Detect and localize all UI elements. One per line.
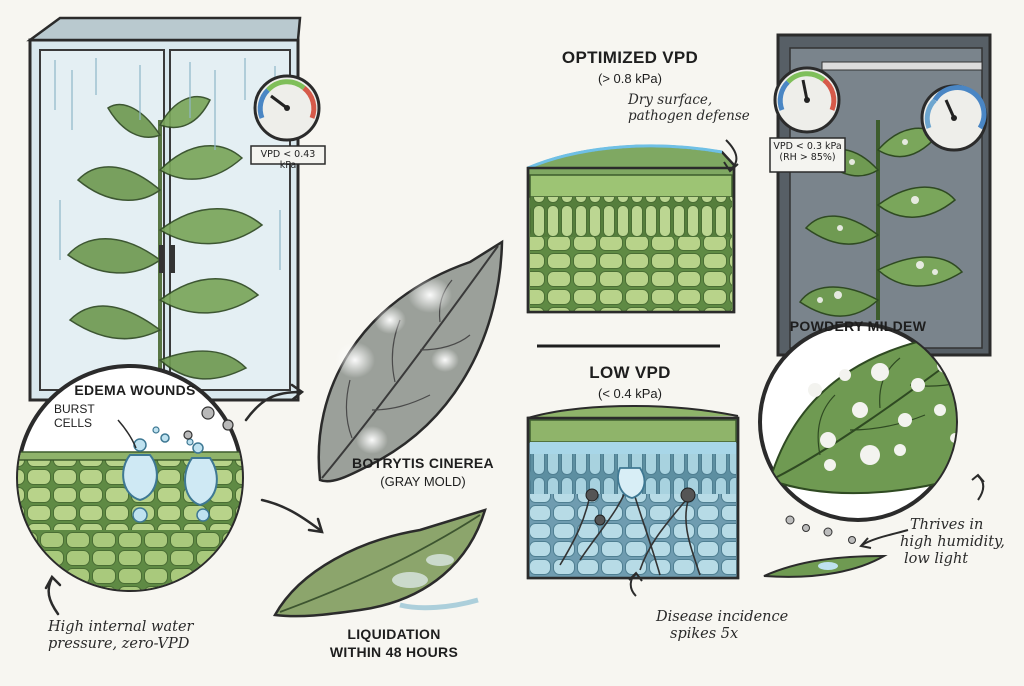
low-vpd-leaf-section — [526, 404, 740, 580]
small-leaf-icon — [763, 515, 888, 578]
mildew-title: POWDERY MILDEW — [789, 318, 927, 334]
optimized-note-line-1: Dry surface, — [628, 92, 713, 108]
optimized-note: Dry surface, pathogen defense — [628, 92, 750, 125]
right-gauge-line-1: VPD < 0.3 kPa — [773, 141, 842, 152]
edema-note-line-2: pressure, zero-VPD — [48, 636, 190, 653]
botrytis-leaf — [317, 239, 504, 483]
mildew-note-line-1: Thrives in — [910, 517, 984, 533]
liquidated-leaf — [273, 508, 487, 618]
low-vpd-note-line-1: Disease incidence — [656, 609, 789, 625]
low-vpd-subtitle: (< 0.4 kPa) — [598, 386, 662, 401]
burst-cells-label: BURST CELLS — [54, 402, 114, 431]
low-vpd-title: LOW VPD — [589, 363, 671, 382]
botrytis-subtitle: (GRAY MOLD) — [380, 474, 466, 489]
mildew-note-line-2: high humidity, — [900, 534, 1005, 551]
liquidation-line-1: LIQUIDATION — [347, 626, 441, 642]
optimized-note-line-2: pathogen defense — [628, 107, 750, 124]
edema-cross-section — [16, 364, 244, 592]
left-gauge-icon — [250, 74, 326, 165]
mildew-note: Thrives in high humidity, low light — [900, 517, 1005, 568]
right-gauge-icon — [769, 66, 988, 173]
arrow-icon — [861, 529, 909, 546]
liquidation-title: LIQUIDATION WITHIN 48 HOURS — [320, 625, 468, 661]
spore-icon — [785, 515, 856, 544]
low-vpd-note: Disease incidence spikes 5x — [656, 609, 788, 643]
optimized-subtitle: (> 0.8 kPa) — [598, 71, 662, 86]
edema-note: High internal water pressure, zero-VPD — [48, 619, 193, 653]
edema-note-line-1: High internal water — [48, 619, 194, 635]
burst-cells-line-2: CELLS — [54, 415, 93, 430]
optimized-leaf-section — [526, 144, 736, 314]
low-vpd-note-line-2: spikes 5x — [670, 626, 739, 643]
liquidation-line-2: WITHIN 48 HOURS — [329, 644, 459, 661]
optimized-title: OPTIMIZED VPD — [561, 48, 699, 67]
burst-cells-line-1: BURST — [54, 402, 95, 416]
powdery-mildew-closeup — [758, 322, 958, 522]
greenhouse-cabinet — [26, 16, 302, 402]
edema-title: EDEMA WOUNDS — [74, 382, 196, 398]
left-gauge-label: VPD < 0.43 kPa — [260, 149, 316, 172]
arrow-icon — [44, 383, 324, 616]
right-gauge-line-2: (RH > 85%) — [779, 152, 836, 164]
mildew-note-line-3: low light — [904, 551, 969, 568]
spore-icon — [183, 406, 234, 440]
right-gauge-label: VPD < 0.3 kPa (RH > 85%) — [770, 141, 845, 164]
botrytis-title: BOTRYTIS CINEREA — [352, 455, 494, 471]
